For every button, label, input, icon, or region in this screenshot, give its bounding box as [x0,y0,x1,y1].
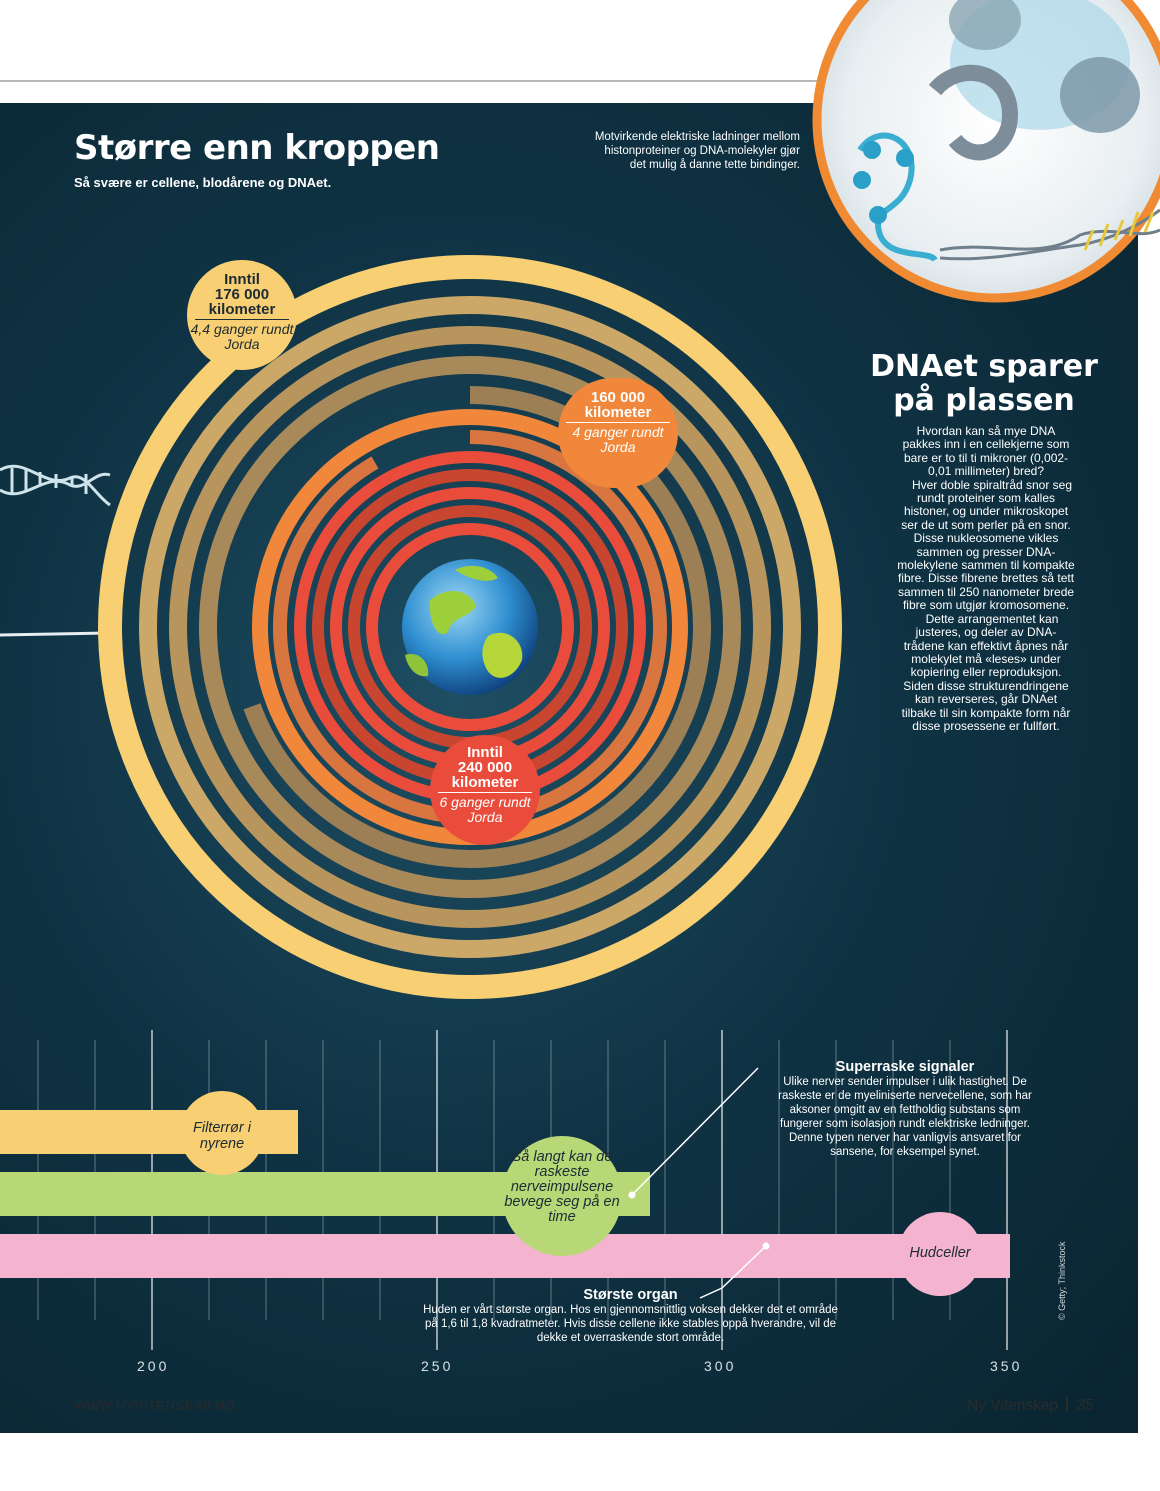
yellow-label-rule [195,319,289,320]
yellow-label-line2: 176 000 [214,286,270,303]
signals-note: Superraske signaler Ulike nerver sender … [770,1059,1040,1159]
tan-ring [199,356,741,898]
signals-text: Ulike nerver sender impulser i ulik hast… [778,1076,1032,1158]
orange-label-line1: 160 000 [590,389,646,406]
dna-helix-icon [0,464,111,507]
red-label-detail: 6 ganger rundt Jorda [439,794,531,825]
red-label-line3: kilometer [451,774,519,791]
orange-ring-label: 160 000 kilometer 4 ganger rundt Jorda [558,378,678,488]
axis-tick-label: 350 [990,1358,1023,1374]
earth-globe [402,559,538,695]
axis-tick-label: 250 [421,1358,454,1374]
page-title: Større enn kroppen [74,128,440,168]
page-number: 35 [1076,1397,1094,1414]
yellow-label-line1: Inntil [224,271,260,288]
red-label-rule [438,792,532,793]
skin-bar [0,1234,1010,1278]
sidebar-paragraph: Hvordan kan så mye DNA pakkes inn i en c… [902,424,1070,479]
footer-page: Ny Vitenskap 35 [967,1396,1094,1415]
red-label-line2: 240 000 [457,759,513,776]
organ-leader-dot [762,1242,770,1250]
red-ring [366,523,574,731]
sidebar-paragraph: Dette arrangementet kan justeres, og del… [901,611,1071,733]
sidebar-text: Hvordan kan så mye DNA pakkes inn i en c… [897,424,1075,733]
organ-note: Største organ Huden er vårt største orga… [418,1287,843,1345]
nerve-bubble [502,1136,622,1256]
yellow-label-line3: kilometer [208,301,276,318]
red-ring-label: Inntil 240 000 kilometer 6 ganger rundt … [430,735,540,845]
skin-bar-label: Hudceller [909,1245,971,1261]
skin-bubble [898,1212,982,1296]
top-divider [0,80,860,82]
organ-title: Største organ [583,1287,678,1303]
orange-label-detail: 4 ganger rundt Jorda [572,424,664,455]
orange-label-rule [566,422,670,423]
tan-ring [169,326,771,928]
filter-bubble [180,1091,264,1175]
filter-bar-label: Filterrør i nyrene [193,1120,251,1152]
yellow-label-detail: 4,4 ganger rundt Jorda [190,321,294,352]
chromosome-illustration-icon [812,0,1160,303]
photo-credit: © Getty; Thinkstock [1057,1241,1067,1321]
motiv-note: Motvirkende elektriske ladninger mellom … [594,131,800,171]
left-measure-line [0,631,109,637]
axis-tick-label: 300 [704,1358,737,1374]
magazine-name: Ny Vitenskap [967,1397,1059,1414]
yellow-ring-outer [98,255,842,999]
red-label-line1: Inntil [467,744,503,761]
footer-separator [1066,1396,1069,1412]
organ-text: Huden er vårt største organ. Hos en gjen… [423,1304,838,1344]
sidebar-title: DNAet sparer på plassen [870,349,1098,418]
signals-leader-line [631,1067,759,1196]
nerve-bar-label: Så langt kan de raskeste nerveimpulsene … [504,1149,620,1225]
footer-url: WWW.NYVITENSKAP.NO [74,1398,236,1413]
sidebar-paragraph: Hver doble spiraltråd snor seg rundt pro… [897,477,1075,613]
signals-leader-dot [628,1191,636,1199]
tan-ring [139,296,801,958]
axis-tick-label: 200 [137,1358,170,1374]
page-subtitle: Så svære er cellene, blodårene og DNAet. [74,175,332,190]
yellow-ring-label: Inntil 176 000 kilometer 4,4 ganger rund… [187,260,297,370]
signals-title: Superraske signaler [835,1059,975,1075]
orange-label-line2: kilometer [584,404,652,421]
organ-leader-line [699,1245,767,1299]
